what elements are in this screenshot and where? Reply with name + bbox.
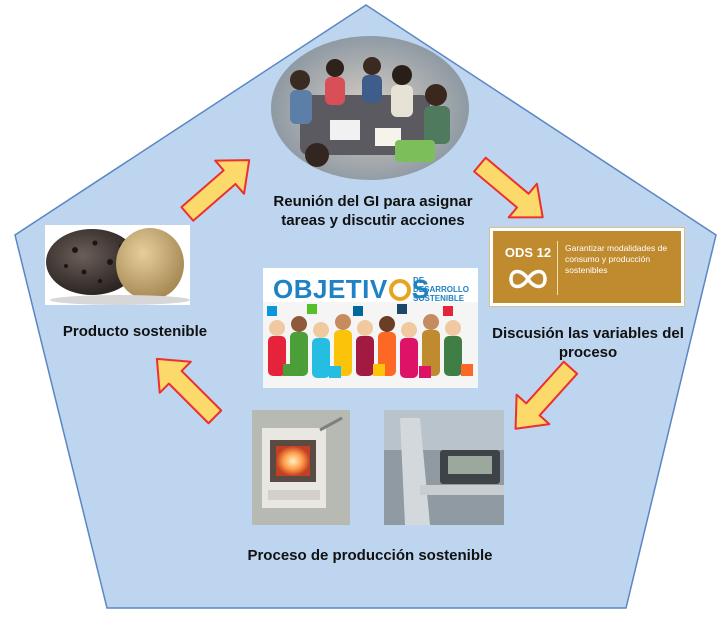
process-label: Proceso de producción sostenible [247,547,493,564]
arrow-meeting-to-ods [473,156,544,219]
ods12-number: ODS 12 [504,245,552,260]
rocks-photo [45,225,190,305]
sdg-subtitle: DE DESARROLLO SOSTENIBLE [413,276,469,303]
arrow-left-to-meeting [180,159,251,222]
ods12-card: ODS 12 Garantizar modalidades de consumo… [490,228,684,306]
caliper-photo [384,410,504,525]
meeting-photo [271,36,469,180]
sdg-wheel-icon [388,279,411,301]
infinity-icon [509,269,547,289]
arrow-furnace-to-product [155,357,223,425]
sdg-crowd-illustration [263,302,478,388]
furnace-photo [252,410,350,525]
arrow-ods-to-caliper [514,360,579,430]
ods12-text: Garantizar modalidades de consumo y prod… [565,243,668,275]
meeting-label: Reunión del GI para asignar tareas y dis… [273,193,473,229]
variables-label: Discusión las variables del proceso [492,325,684,361]
product-label: Producto sostenible [62,323,208,340]
ods12-separator [557,241,558,295]
